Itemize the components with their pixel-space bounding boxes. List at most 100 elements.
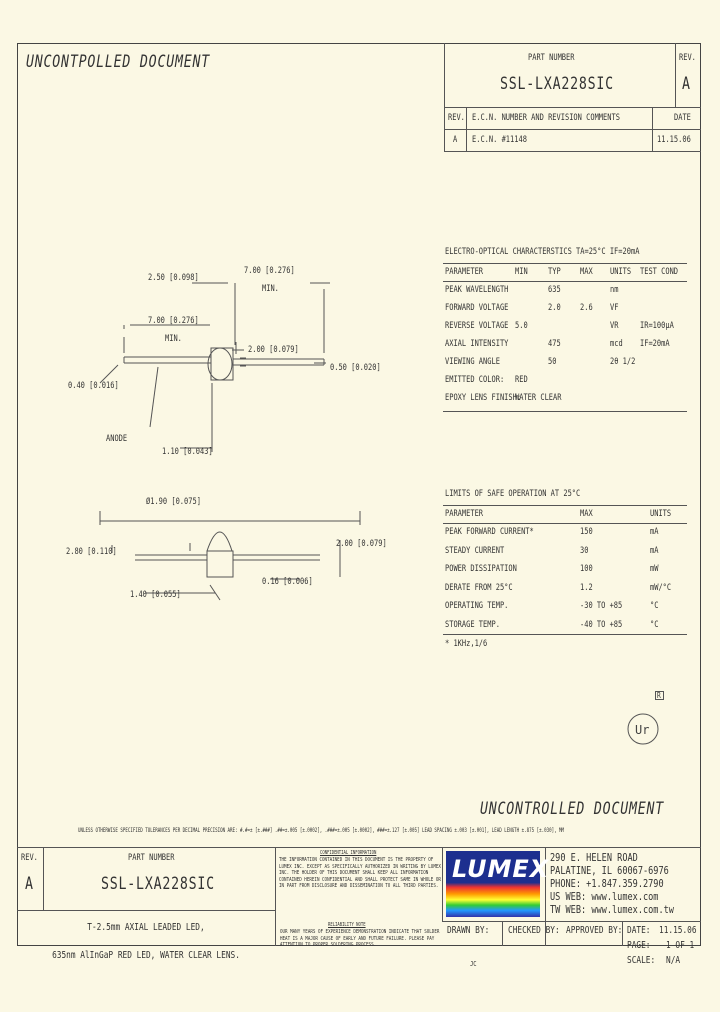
divider <box>443 263 687 264</box>
dim-body-height-side: 2.00 [0.079] <box>336 539 387 549</box>
eo-cell: VF <box>610 303 619 313</box>
divider <box>442 847 443 921</box>
drawing-frame <box>17 43 701 946</box>
divider <box>443 505 687 506</box>
limits-cell: mA <box>650 545 659 556</box>
dim-lead-width: 0.50 [0.020] <box>330 363 381 373</box>
divider <box>275 847 276 946</box>
ul-recognized-icon: Ur <box>627 713 659 745</box>
confidential-title: CONFIDENTIAL INFORMATION <box>320 850 377 856</box>
lumex-logo: LUMEX <box>446 851 548 917</box>
limits-cell: 150 <box>580 527 593 537</box>
divider <box>17 847 701 848</box>
rev-col-header: REV. <box>448 113 465 123</box>
divider <box>444 107 701 108</box>
eo-cell: 635 <box>548 285 561 295</box>
eo-cell: 5.0 <box>515 321 528 331</box>
divider <box>443 281 687 282</box>
eo-cell: FORWARD VOLTAGE <box>445 303 509 313</box>
checked-by-label: CHECKED BY: <box>508 925 560 936</box>
limits-cell: °C <box>650 601 659 611</box>
limits-cell: mW/°C <box>650 582 672 593</box>
eo-cell: RED <box>515 375 528 385</box>
limits-cell: °C <box>650 619 659 630</box>
limits-cell: -40 TO +85 <box>580 619 623 630</box>
limits-cell: STEADY CURRENT <box>445 545 505 556</box>
reliability-text: OUR MANY YEARS OF EXPERIENCE DEMONSTRATI… <box>280 929 440 949</box>
eo-cell: mcd <box>610 339 623 349</box>
revision-ecn: E.C.N. #11148 <box>472 135 527 145</box>
eo-cell: 2.6 <box>580 303 593 313</box>
tb-part-number: SSL-LXA228SIC <box>101 874 215 894</box>
limits-cell: DERATE FROM 25°C <box>445 582 513 593</box>
limits-cell: mA <box>650 527 659 537</box>
scale-label: SCALE: <box>627 955 656 966</box>
divider <box>443 634 687 635</box>
divider <box>466 107 467 151</box>
rev-label: REV. <box>679 53 696 63</box>
eo-cell: nm <box>610 285 619 295</box>
dim-total-height: 2.80 [0.110] <box>66 547 117 557</box>
eo-cell: WATER CLEAR <box>515 393 562 403</box>
tw-web: TW WEB: www.lumex.com.tw <box>550 903 674 916</box>
description-line-1: T-2.5mm AXIAL LEADED LED, <box>87 922 205 933</box>
uncontrolled-stamp-bottom: UNCONTROLLED DOCUMENT <box>480 799 665 819</box>
dim-lead-length-left: 7.00 [0.276] <box>148 316 199 326</box>
eo-header-1: MIN <box>515 267 528 277</box>
electro-optical-title: ELECTRO-OPTICAL CHARACTERSTICS TA=25°C I… <box>445 247 640 257</box>
divider <box>444 151 701 152</box>
scale-value: N/A <box>666 955 681 966</box>
part-number-label: PART NUMBER <box>528 53 575 63</box>
limits-cell: OPERATING TEMP. <box>445 601 509 611</box>
divider <box>43 847 44 910</box>
revision-date: 11.15.06 <box>657 135 691 145</box>
limits-footnote: * 1KHz,1/6 <box>445 639 488 649</box>
eo-cell: 2.0 <box>548 303 561 313</box>
eo-header-3: MAX <box>580 267 593 277</box>
eo-cell: IR=100µA <box>640 321 674 331</box>
limits-cell: STORAGE TEMP. <box>445 619 500 630</box>
divider <box>442 921 701 922</box>
description-line-2: 635nm AlInGaP RED LED, WATER CLEAR LENS. <box>52 950 240 961</box>
part-number: SSL-LXA228SIC <box>500 74 614 94</box>
tb-part-label: PART NUMBER <box>128 853 175 863</box>
dim-lens-diameter: Ø1.90 [0.075] <box>146 497 201 507</box>
tb-rev: A <box>25 874 34 894</box>
svg-text:Ur: Ur <box>635 723 649 737</box>
eo-cell: REVERSE VOLTAGE <box>445 321 509 331</box>
divider <box>622 921 623 946</box>
limits-cell: PEAK FORWARD CURRENT* <box>445 527 534 537</box>
divider <box>652 107 653 151</box>
eo-cell: PEAK WAVELENGTH <box>445 285 509 295</box>
limits-title: LIMITS OF SAFE OPERATION AT 25°C <box>445 489 581 499</box>
divider <box>502 921 503 946</box>
dim-min-top: MIN. <box>262 284 279 294</box>
limits-cell: POWER DISSIPATION <box>445 564 517 574</box>
ecn-col-header: E.C.N. NUMBER AND REVISION COMMENTS <box>472 113 620 123</box>
dim-lead-spacing: 2.50 [0.098] <box>148 273 199 283</box>
date-label: DATE: <box>627 925 651 936</box>
date-value: 11.15.06 <box>659 925 697 936</box>
drawn-by-name: JC <box>470 960 477 968</box>
approved-by-label: APPROVED BY: <box>566 925 623 936</box>
dim-body-height: 2.00 [0.079] <box>248 345 299 355</box>
limits-header-0: PARAMETER <box>445 509 484 519</box>
page-label: PAGE: <box>627 940 651 951</box>
tolerance-note: UNLESS OTHERWISE SPECIFIED TOLERANCES PE… <box>78 827 565 834</box>
divider <box>444 43 445 151</box>
dim-min-left: MIN. <box>165 334 182 344</box>
limits-header-2: UNITS <box>650 509 672 519</box>
divider <box>17 910 275 911</box>
dim-lead-length-top: 7.00 [0.276] <box>244 266 295 276</box>
rev-value: A <box>682 74 691 94</box>
eo-cell: EPOXY LENS FINISH: <box>445 393 522 403</box>
led-dimension-drawing <box>99 282 361 601</box>
dim-body-width: 1.40 [0.055] <box>130 590 181 600</box>
rohs-mark: R <box>655 691 664 700</box>
eo-header-2: TYP <box>548 267 561 277</box>
tb-rev-label: REV. <box>21 853 38 863</box>
divider <box>443 523 687 524</box>
dim-body-length: 1.10 [0.043] <box>162 447 213 457</box>
page-value: 1 OF 1 <box>666 940 695 951</box>
divider <box>545 847 546 946</box>
